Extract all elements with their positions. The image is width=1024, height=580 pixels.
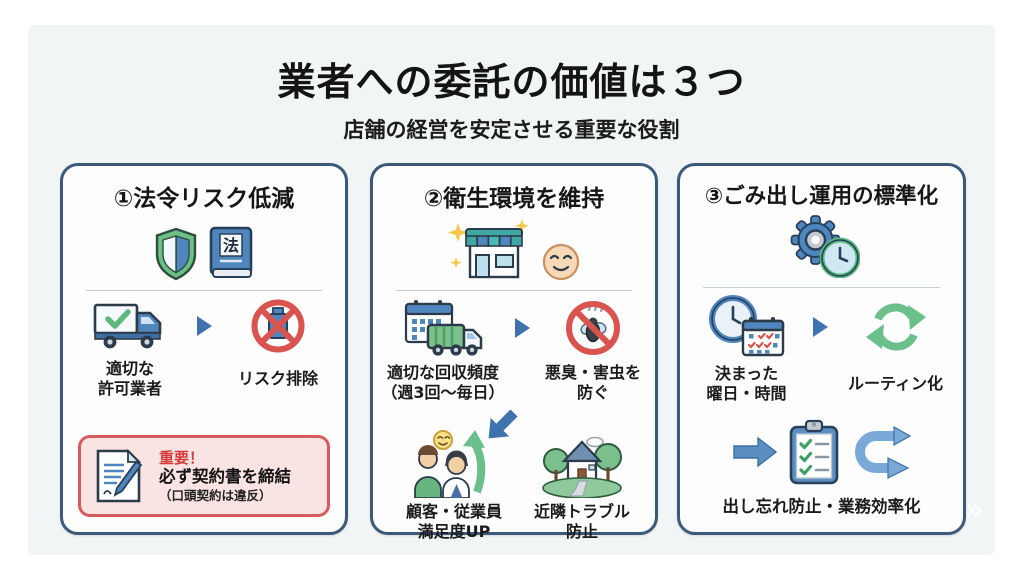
hygiene-results: 顧客・従業員 満足度UP 近隣トラブル 防止 <box>386 428 642 543</box>
legal-flow: 適切な 許可業者 リスク排除 <box>71 297 337 400</box>
law-book-icon: 法 <box>209 226 253 278</box>
arrow-down-left-icon <box>488 409 518 439</box>
smiley-face-icon <box>542 243 580 281</box>
panel-standardization-heading: ③ごみ出し運用の標準化 <box>704 184 939 209</box>
divider <box>85 290 323 291</box>
panel-legal-risk: ①法令リスク低減 法 <box>60 163 348 535</box>
standardization-flow: 決まった 曜日・時間 ルーティン化 <box>688 294 956 405</box>
standardization-from-label: 決まった 曜日・時間 <box>688 364 806 405</box>
panel-hygiene-hero <box>448 217 580 281</box>
standardization-to-line1: ルーティン化 <box>847 374 944 394</box>
panel-standardization: ③ごみ出し運用の標準化 <box>677 163 966 535</box>
important-note-box: 重要！ 必ず契約書を締結 （口頭契約は違反） <box>78 435 330 517</box>
legal-from-line1: 適切な <box>105 359 154 378</box>
result2-line2: 防止 <box>565 522 598 542</box>
hygiene-to-label: 悪臭・害虫を 防ぐ <box>535 363 651 404</box>
hygiene-result1-label: 顧客・従業員 満足度UP <box>386 502 522 543</box>
licensed-truck-icon <box>93 303 162 349</box>
result2-line1: 近隣トラブル <box>533 501 630 521</box>
arrow-right-icon <box>514 318 530 338</box>
hygiene-flow: 適切な回収頻度 （週3回〜毎日） 悪臭・害虫を 防ぐ <box>377 297 651 404</box>
shield-icon <box>155 227 197 281</box>
arrow-right-bold-icon <box>732 436 777 468</box>
standardization-to-label: ルーティン化 <box>836 374 956 394</box>
risk-prohibition-icon <box>251 299 305 353</box>
legal-to-line1: リスク排除 <box>237 369 318 389</box>
divider <box>395 290 633 291</box>
page-subtitle: 店舗の経営を安定させる重要な役割 <box>343 118 680 142</box>
arrow-right-icon <box>196 316 212 336</box>
result1-line2: 満足度UP <box>417 522 491 542</box>
clock-calendar-icon <box>708 295 784 357</box>
sparkling-storefront-icon <box>448 219 529 279</box>
standardization-from-line2: 曜日・時間 <box>706 384 787 404</box>
divider <box>702 287 941 288</box>
panel-legal-risk-heading: ①法令リスク低減 <box>113 186 295 212</box>
standardization-from-line1: 決まった <box>714 364 779 383</box>
arrow-right-icon <box>813 317 828 337</box>
result1-line1: 顧客・従業員 <box>405 501 502 521</box>
legal-from-line2: 許可業者 <box>97 379 162 399</box>
loop-arrows-icon <box>854 425 911 479</box>
neighborhood-house-icon <box>542 436 622 498</box>
watermark-chevrons-icon: » <box>964 492 984 527</box>
important-text: 必ず契約書を締結 <box>159 467 291 487</box>
law-character: 法 <box>223 236 239 255</box>
panel-standardization-hero <box>784 214 860 278</box>
collection-calendar-truck-icon <box>404 300 483 356</box>
legal-from-label: 適切な 許可業者 <box>71 359 189 400</box>
legal-to-label: リスク排除 <box>219 369 337 389</box>
panel-hygiene: ②衛生環境を維持 <box>370 163 658 541</box>
checklist-clipboard-icon <box>789 419 838 485</box>
standardization-outcome-label: 出し忘れ防止・業務効率化 <box>722 496 921 516</box>
standardization-ops <box>732 419 912 485</box>
hygiene-from-label: 適切な回収頻度 （週3回〜毎日） <box>377 363 509 404</box>
important-subnote: （口頭契約は違反） <box>159 487 272 503</box>
hygiene-to-line1: 悪臭・害虫を <box>544 363 641 382</box>
hygiene-to-line2: 防ぐ <box>576 383 609 403</box>
no-pest-odor-icon <box>566 301 620 355</box>
hygiene-from-line2: （週3回〜毎日） <box>381 383 505 403</box>
infographic-canvas: 業者への委託の価値は３つ 店舗の経営を安定させる重要な役割 ①法令リスク低減 法 <box>28 25 995 555</box>
gear-clock-icon <box>790 215 860 278</box>
page-title: 業者への委託の価値は３つ <box>277 60 746 104</box>
cycle-arrows-icon <box>865 303 926 351</box>
contract-document-icon <box>96 448 143 503</box>
satisfaction-people-icon <box>414 429 486 498</box>
hygiene-from-line1: 適切な回収頻度 <box>386 363 499 382</box>
panel-legal-risk-hero: 法 <box>153 217 255 281</box>
important-tag: 重要！ <box>159 448 205 467</box>
hygiene-result2-label: 近隣トラブル 防止 <box>522 502 642 543</box>
panel-hygiene-heading: ②衛生環境を維持 <box>423 186 605 212</box>
